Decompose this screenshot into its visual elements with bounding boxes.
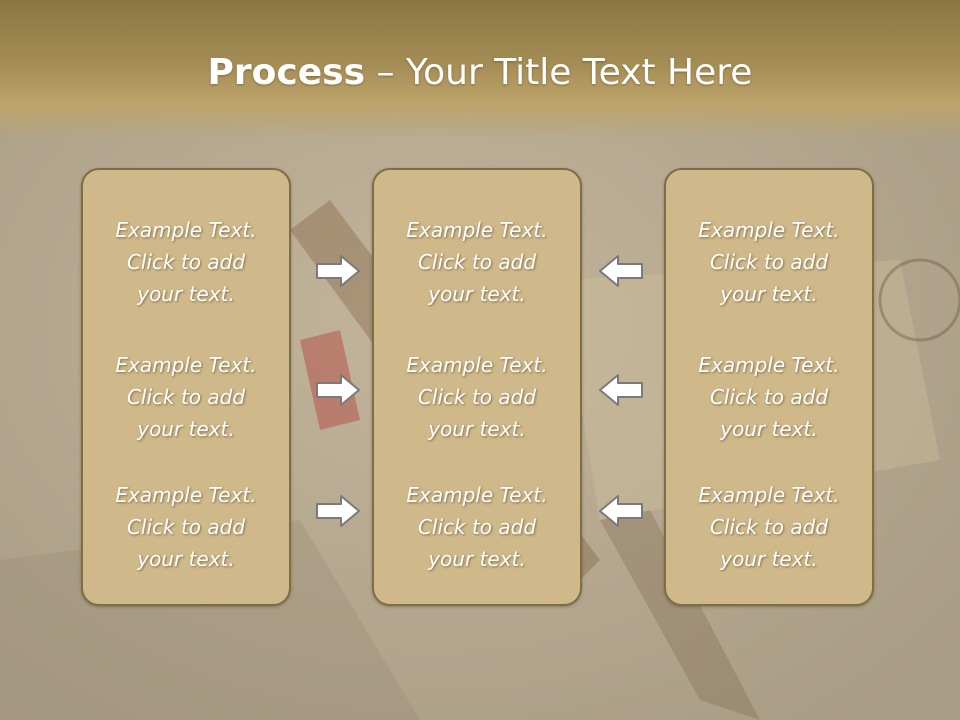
text-block[interactable]: Example Text. Click to add your text. xyxy=(374,479,580,575)
title-bold: Process xyxy=(207,52,366,93)
arrow-right-icon[interactable] xyxy=(315,373,361,407)
text-line: Click to add xyxy=(417,250,537,274)
text-line: Click to add xyxy=(126,385,246,409)
text-line: Click to add xyxy=(126,250,246,274)
text-block[interactable]: Example Text. Click to add your text. xyxy=(83,349,289,445)
text-line: your text. xyxy=(137,282,235,306)
text-line: your text. xyxy=(137,417,235,441)
text-block[interactable]: Example Text. Click to add your text. xyxy=(374,214,580,310)
text-line: Click to add xyxy=(709,250,829,274)
text-line: Click to add xyxy=(709,385,829,409)
text-line: Example Text. xyxy=(698,353,840,377)
arrow-left-icon[interactable] xyxy=(598,254,644,288)
process-box-left[interactable]: Example Text. Click to add your text. Ex… xyxy=(81,168,291,606)
text-line: Example Text. xyxy=(406,483,548,507)
arrow-left-icon[interactable] xyxy=(598,373,644,407)
arrow-left-icon[interactable] xyxy=(598,494,644,528)
text-line: Click to add xyxy=(417,515,537,539)
text-line: your text. xyxy=(720,547,818,571)
arrow-right-icon[interactable] xyxy=(315,254,361,288)
text-line: your text. xyxy=(720,282,818,306)
text-block[interactable]: Example Text. Click to add your text. xyxy=(374,349,580,445)
text-line: your text. xyxy=(428,282,526,306)
text-line: Example Text. xyxy=(698,218,840,242)
text-line: Example Text. xyxy=(115,218,257,242)
text-line: Example Text. xyxy=(115,483,257,507)
text-line: your text. xyxy=(720,417,818,441)
text-line: Click to add xyxy=(417,385,537,409)
text-line: your text. xyxy=(137,547,235,571)
text-block[interactable]: Example Text. Click to add your text. xyxy=(83,214,289,310)
process-box-right[interactable]: Example Text. Click to add your text. Ex… xyxy=(664,168,874,606)
text-block[interactable]: Example Text. Click to add your text. xyxy=(83,479,289,575)
text-block[interactable]: Example Text. Click to add your text. xyxy=(666,349,872,445)
text-line: Example Text. xyxy=(115,353,257,377)
text-block[interactable]: Example Text. Click to add your text. xyxy=(666,479,872,575)
title-band xyxy=(0,0,960,140)
text-line: your text. xyxy=(428,547,526,571)
text-block[interactable]: Example Text. Click to add your text. xyxy=(666,214,872,310)
text-line: Click to add xyxy=(709,515,829,539)
title-rest: – Your Title Text Here xyxy=(365,52,753,93)
arrow-right-icon[interactable] xyxy=(315,494,361,528)
text-line: Example Text. xyxy=(698,483,840,507)
slide-title[interactable]: Process – Your Title Text Here xyxy=(0,52,960,93)
text-line: Click to add xyxy=(126,515,246,539)
text-line: Example Text. xyxy=(406,218,548,242)
process-box-middle[interactable]: Example Text. Click to add your text. Ex… xyxy=(372,168,582,606)
text-line: Example Text. xyxy=(406,353,548,377)
text-line: your text. xyxy=(428,417,526,441)
